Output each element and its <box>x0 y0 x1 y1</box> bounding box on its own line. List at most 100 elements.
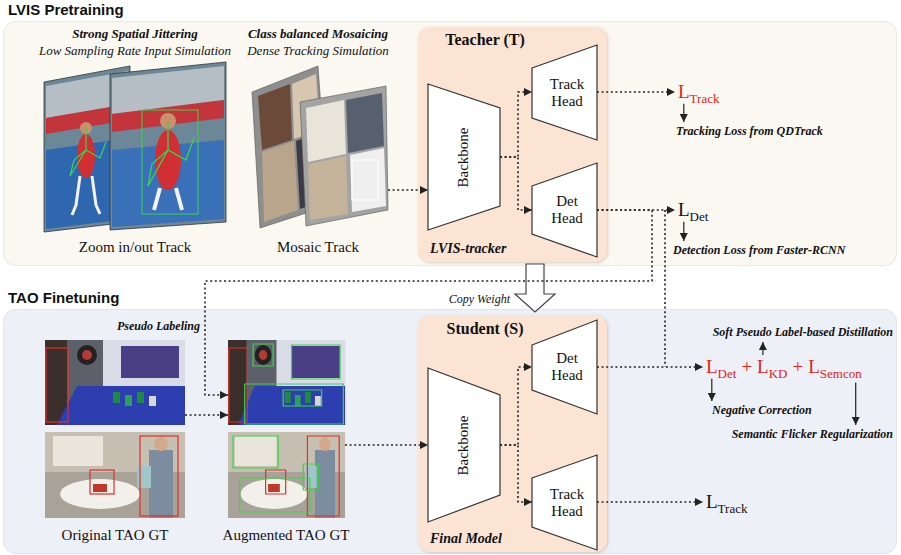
loss-subscript: Track <box>690 92 720 107</box>
image-panel: Original TAO GT <box>45 340 185 518</box>
mosaic-track-frames <box>252 66 388 228</box>
text-slot: Semantic Flicker Regularization <box>732 424 893 442</box>
text-slot: Mosaic Track <box>277 238 359 256</box>
note-arrow <box>855 383 856 426</box>
loss-note: Tracking Loss from QDTrack <box>676 124 823 139</box>
technique-note: Dense Tracking Simulation <box>247 43 389 59</box>
text-slot: Negative Correction <box>712 400 812 418</box>
model-box: Student (S) Final Model Backbone Det HeadTr… <box>418 315 607 552</box>
trapezoid-shape <box>428 368 500 522</box>
text-slot: Zoom in/out Track <box>79 238 192 256</box>
edge-label: Copy Weight <box>449 292 510 307</box>
model-title: Teacher (T) <box>445 31 525 49</box>
loss-leader <box>597 366 703 368</box>
copy-arrow <box>515 264 555 312</box>
text-slot: TAO Finetuning <box>8 289 119 307</box>
technique-title: Class balanced Mosaicing <box>248 26 388 42</box>
text-slot: Dense Tracking Simulation <box>247 41 389 59</box>
text-slot: Strong Spatial Jittering <box>72 24 198 42</box>
image-panel: Augmented TAO GT <box>228 340 345 518</box>
loss-subscript: KD <box>769 367 788 382</box>
head-block: Track Head <box>532 45 597 140</box>
augmented-tao-gt-frames <box>228 340 345 518</box>
head-block: Track Head <box>532 455 597 550</box>
edge-label: Pseudo Labeling <box>117 319 200 334</box>
text-slot: Pseudo Labeling <box>117 316 200 334</box>
trapezoid-shape <box>532 45 597 140</box>
stage-band: LVIS PretrainingStrong Spatial Jittering… <box>4 22 896 265</box>
text-slot: Tracking Loss from QDTrack <box>676 121 823 139</box>
loss-term: LDet+LKD+LSemcon <box>706 356 862 381</box>
loss-leader <box>597 91 675 93</box>
block-label: Track Head <box>539 76 590 110</box>
technique-title: Strong Spatial Jittering <box>72 26 198 42</box>
text-slot: Soft Pseudo Label-based Distillation <box>713 322 893 340</box>
loss-leader <box>597 209 675 211</box>
stage-heading: LVIS Pretraining <box>8 1 124 18</box>
loss-operator: + <box>793 356 804 378</box>
model-title: Student (S) <box>447 320 524 338</box>
loss-subscript: Det <box>690 210 709 225</box>
trapezoid-shape <box>532 320 597 414</box>
trapezoid-shape <box>532 455 597 550</box>
loss-note: Detection Loss from Faster-RCNN <box>673 243 845 258</box>
loss-symbol: L <box>706 491 718 513</box>
dotted-connector <box>345 444 428 446</box>
loss-symbol: L <box>706 356 718 378</box>
image-panel: Strong Spatial JitteringLow Sampling Rat… <box>40 60 230 232</box>
dotted-connector <box>185 414 228 416</box>
block-label: Det Head <box>539 193 590 227</box>
block-label: Det Head <box>539 350 590 384</box>
text-slot: Copy Weight <box>449 289 510 307</box>
text-slot: Student (S) <box>447 320 524 338</box>
dotted-connector <box>500 445 532 502</box>
backbone-block: Backbone <box>428 368 500 522</box>
loss-note: Soft Pseudo Label-based Distillation <box>713 325 893 340</box>
image-panel: Class balanced MosaicingDense Tracking S… <box>248 60 388 232</box>
dotted-connector <box>500 367 532 445</box>
model-name: Final Model <box>430 531 502 547</box>
note-arrow <box>762 342 763 355</box>
dotted-connector <box>500 157 532 210</box>
dotted-connector <box>500 92 532 157</box>
model-name: LVIS-tracker <box>430 241 506 257</box>
loss-leader <box>597 501 703 503</box>
loss-symbol: L <box>678 81 690 103</box>
trapezoid-shape <box>428 84 500 230</box>
text-slot: Augmented TAO GT <box>223 526 350 544</box>
loss-subscript: Semcon <box>820 367 862 382</box>
text-slot: LVIS Pretraining <box>8 1 124 19</box>
stage-heading: TAO Finetuning <box>8 289 119 306</box>
dotted-connector <box>205 210 652 395</box>
head-block: Det Head <box>532 320 597 414</box>
loss-symbol: L <box>808 356 820 378</box>
loss-symbol: L <box>678 199 690 221</box>
block-label: Backbone <box>455 415 472 475</box>
loss-term: LDet <box>678 199 708 224</box>
original-tao-gt-frames <box>45 340 185 518</box>
image-caption: Zoom in/out Track <box>79 239 192 256</box>
backbone-block: Backbone <box>428 84 500 230</box>
loss-symbol: L <box>757 356 769 378</box>
text-slot: Detection Loss from Faster-RCNN <box>673 240 845 258</box>
loss-term: LTrack <box>678 81 719 106</box>
loss-note: Semantic Flicker Regularization <box>732 427 893 442</box>
distill-leader <box>664 210 666 367</box>
model-box: Teacher (T) LVIS-tracker Backbone Track Hea… <box>418 27 607 262</box>
zoom-track-frames <box>44 62 226 232</box>
text-slot: Original TAO GT <box>62 526 169 544</box>
text-slot: Final Model <box>430 529 502 547</box>
dotted-connector <box>388 189 428 191</box>
text-slot: Low Sampling Rate Input Simulation <box>39 41 231 59</box>
text-slot: Teacher (T) <box>445 31 525 49</box>
text-slot: Class balanced Mosaicing <box>248 24 388 42</box>
image-caption: Original TAO GT <box>62 527 169 544</box>
technique-note: Low Sampling Rate Input Simulation <box>39 43 231 59</box>
loss-subscript: Det <box>718 367 737 382</box>
loss-operator: + <box>741 356 752 378</box>
loss-term: LTrack <box>706 491 747 516</box>
loss-note: Negative Correction <box>712 403 812 418</box>
